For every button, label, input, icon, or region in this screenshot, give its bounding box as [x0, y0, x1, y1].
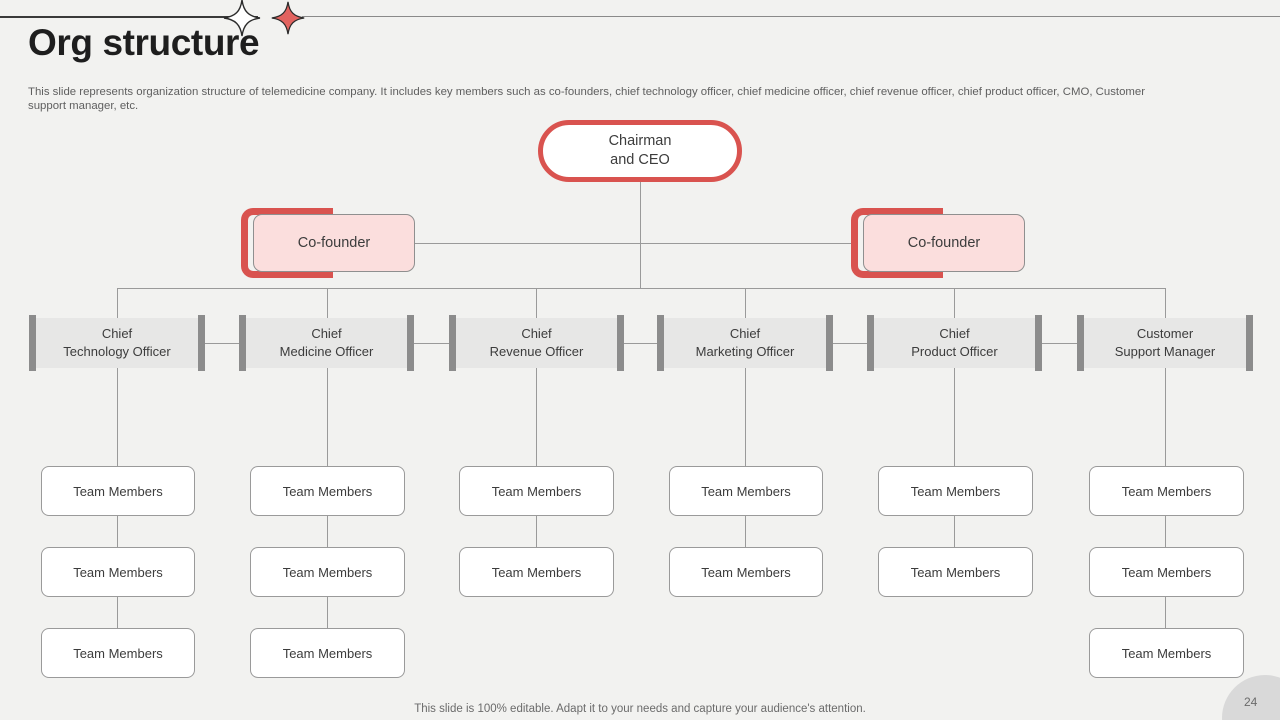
officer-5-line1: Chief — [939, 326, 970, 341]
officer-6-line2: Support Manager — [1114, 344, 1216, 359]
officer-bar-left — [29, 315, 36, 371]
node-officer-technology[interactable]: Chief Technology Officer — [29, 315, 205, 371]
officer-4-line2: Marketing Officer — [695, 344, 795, 359]
connector-spine-6 — [1165, 368, 1166, 678]
node-chairman-ceo[interactable]: Chairman and CEO — [538, 120, 742, 182]
officer-3-line1: Chief — [521, 326, 552, 341]
officer-6-line1: Customer — [1136, 326, 1194, 341]
node-team-c1-r1[interactable]: Team Members — [41, 466, 195, 516]
ceo-label-line2: and CEO — [610, 152, 670, 168]
node-team-c2-r2[interactable]: Team Members — [250, 547, 405, 597]
officer-bar-left — [657, 315, 664, 371]
connector-officer-link-3-4 — [622, 343, 658, 344]
node-officer-medicine[interactable]: Chief Medicine Officer — [239, 315, 414, 371]
top-rule-left — [0, 16, 258, 18]
sparkle-filled-icon — [270, 0, 306, 36]
node-team-c3-r2[interactable]: Team Members — [459, 547, 614, 597]
connector-officer-link-4-5 — [831, 343, 868, 344]
connector-officer-link-1-2 — [203, 343, 240, 344]
node-team-c1-r3[interactable]: Team Members — [41, 628, 195, 678]
connector-bus-drop-6 — [1165, 288, 1166, 318]
node-cofounder-left[interactable]: Co-founder — [241, 208, 415, 278]
node-officer-support[interactable]: Customer Support Manager — [1077, 315, 1253, 371]
sparkle-outline-icon — [222, 0, 262, 38]
officer-bar-left — [867, 315, 874, 371]
connector-bus-drop-1 — [117, 288, 118, 318]
officer-bar-left — [239, 315, 246, 371]
node-team-c5-r2[interactable]: Team Members — [878, 547, 1033, 597]
node-team-c6-r2[interactable]: Team Members — [1089, 547, 1244, 597]
node-officer-marketing[interactable]: Chief Marketing Officer — [657, 315, 833, 371]
connector-spine-2 — [327, 368, 328, 678]
officer-bar-right — [407, 315, 414, 371]
node-team-c3-r1[interactable]: Team Members — [459, 466, 614, 516]
node-team-c2-r1[interactable]: Team Members — [250, 466, 405, 516]
node-team-c6-r3[interactable]: Team Members — [1089, 628, 1244, 678]
connector-bus-drop-3 — [536, 288, 537, 318]
officer-bar-left — [1077, 315, 1084, 371]
officer-1-line1: Chief — [101, 326, 133, 341]
officer-3-line2: Revenue Officer — [489, 344, 584, 359]
cofounder-left-label: Co-founder — [253, 214, 415, 272]
footer-note: This slide is 100% editable. Adapt it to… — [414, 703, 866, 715]
officer-bar-right — [1246, 315, 1253, 371]
node-officer-revenue[interactable]: Chief Revenue Officer — [449, 315, 624, 371]
officer-bar-right — [826, 315, 833, 371]
node-team-c4-r1[interactable]: Team Members — [669, 466, 823, 516]
node-team-c4-r2[interactable]: Team Members — [669, 547, 823, 597]
officer-bar-right — [1035, 315, 1042, 371]
node-officer-product[interactable]: Chief Product Officer — [867, 315, 1042, 371]
officer-2-line2: Medicine Officer — [279, 344, 374, 359]
connector-officer-bus — [117, 288, 1166, 289]
node-team-c6-r1[interactable]: Team Members — [1089, 466, 1244, 516]
connector-bus-drop-5 — [954, 288, 955, 318]
page-number: 24 — [1244, 695, 1258, 709]
connector-bus-drop-2 — [327, 288, 328, 318]
connector-officer-link-5-6 — [1040, 343, 1077, 344]
cofounder-left-accent-frame — [241, 208, 333, 278]
officer-bar-right — [198, 315, 205, 371]
cofounder-right-label: Co-founder — [863, 214, 1025, 272]
node-team-c1-r2[interactable]: Team Members — [41, 547, 195, 597]
connector-ceo-vertical — [640, 182, 641, 288]
ceo-label-line1: Chairman — [608, 133, 672, 149]
node-team-c5-r1[interactable]: Team Members — [878, 466, 1033, 516]
officer-2-line1: Chief — [311, 326, 342, 341]
page-title: Org structure — [28, 22, 260, 63]
top-rule-right — [302, 16, 1280, 17]
node-team-c2-r3[interactable]: Team Members — [250, 628, 405, 678]
connector-officer-link-2-3 — [412, 343, 450, 344]
node-cofounder-right[interactable]: Co-founder — [851, 208, 1025, 278]
connector-bus-drop-4 — [745, 288, 746, 318]
officer-5-line2: Product Officer — [911, 344, 998, 359]
officer-4-line1: Chief — [729, 326, 761, 341]
page-subtitle: This slide represents organization struc… — [28, 86, 1146, 113]
officer-1-line2: Technology Officer — [63, 344, 171, 359]
cofounder-right-accent-frame — [851, 208, 943, 278]
officer-bar-left — [449, 315, 456, 371]
officer-bar-right — [617, 315, 624, 371]
connector-spine-1 — [117, 368, 118, 678]
connector-cofounder-horizontal — [415, 243, 851, 244]
